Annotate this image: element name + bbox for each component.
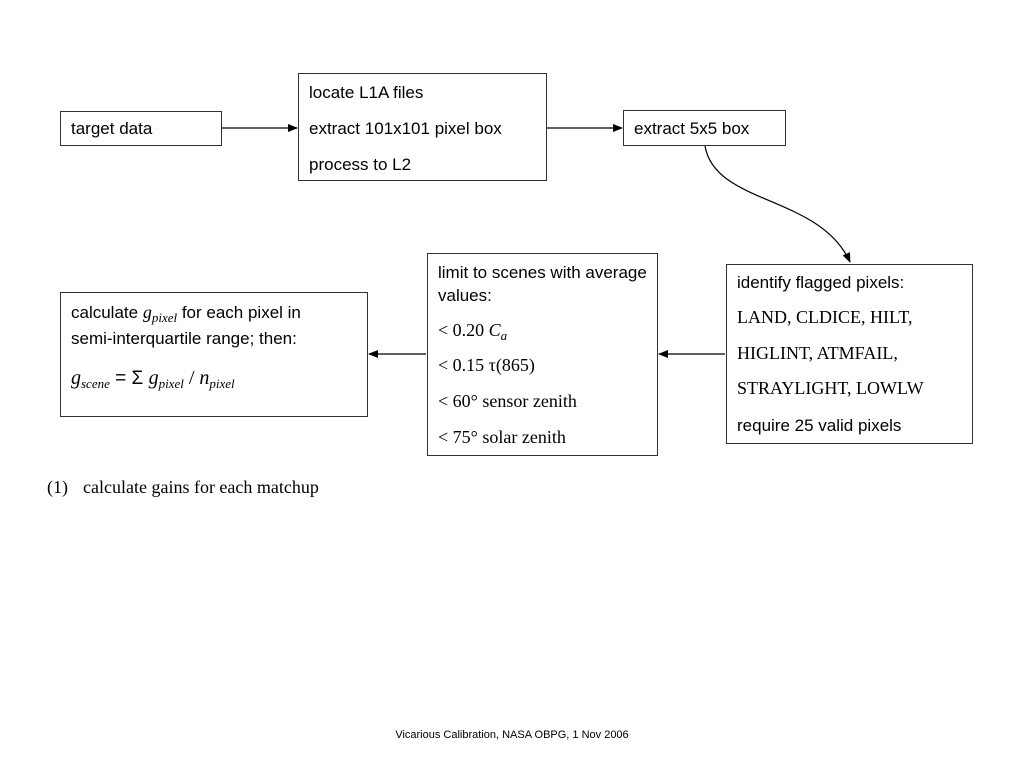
criterion-tau: < 0.15 τ(865) [438, 355, 535, 375]
slide-footer: Vicarious Calibration, NASA OBPG, 1 Nov … [395, 729, 629, 741]
criterion-sensor-zenith: < 60° sensor zenith [438, 391, 577, 411]
calculate-gpixel-box: calculate gpixel for each pixel in semi-… [60, 292, 368, 417]
locate-l1a-line: locate L1A files [309, 83, 424, 102]
arrow-extract5-to-identify [704, 145, 851, 263]
extract-101-line: extract 101x101 pixel box [309, 119, 502, 138]
target-data-label: target data [71, 119, 153, 138]
identify-flagged-box: identify flagged pixels: LAND, CLDICE, H… [726, 264, 973, 444]
step-number: (1) [47, 477, 68, 497]
target-data-box: target data [60, 111, 222, 146]
calculate-line-1: calculate gpixel for each pixel in [71, 302, 301, 325]
flags-line-2: HIGLINT, ATMFAIL, [737, 343, 898, 363]
step-text: calculate gains for each matchup [83, 477, 319, 497]
extract-5x5-label: extract 5x5 box [634, 119, 750, 138]
criterion-ca: < 0.20 Ca [438, 320, 508, 343]
identify-title: identify flagged pixels: [737, 273, 905, 292]
flags-line-3: STRAYLIGHT, LOWLW [737, 378, 924, 398]
criterion-solar-zenith: < 75° solar zenith [438, 427, 566, 447]
limit-scenes-box: limit to scenes with average values: < 0… [427, 253, 658, 456]
calculate-line-2: semi-interquartile range; then: [71, 329, 297, 348]
extract-5x5-box: extract 5x5 box [623, 110, 786, 146]
require-valid-pixels: require 25 valid pixels [737, 416, 902, 435]
gscene-formula: gscene = Σ gpixel / npixel [71, 367, 235, 391]
limit-title: limit to scenes with average values: [438, 263, 647, 305]
locate-l1a-box: locate L1A files extract 101x101 pixel b… [298, 73, 547, 181]
step-1: (1) calculate gains for each matchup [47, 477, 319, 498]
process-l2-line: process to L2 [309, 155, 412, 174]
flags-line-1: LAND, CLDICE, HILT, [737, 307, 913, 327]
